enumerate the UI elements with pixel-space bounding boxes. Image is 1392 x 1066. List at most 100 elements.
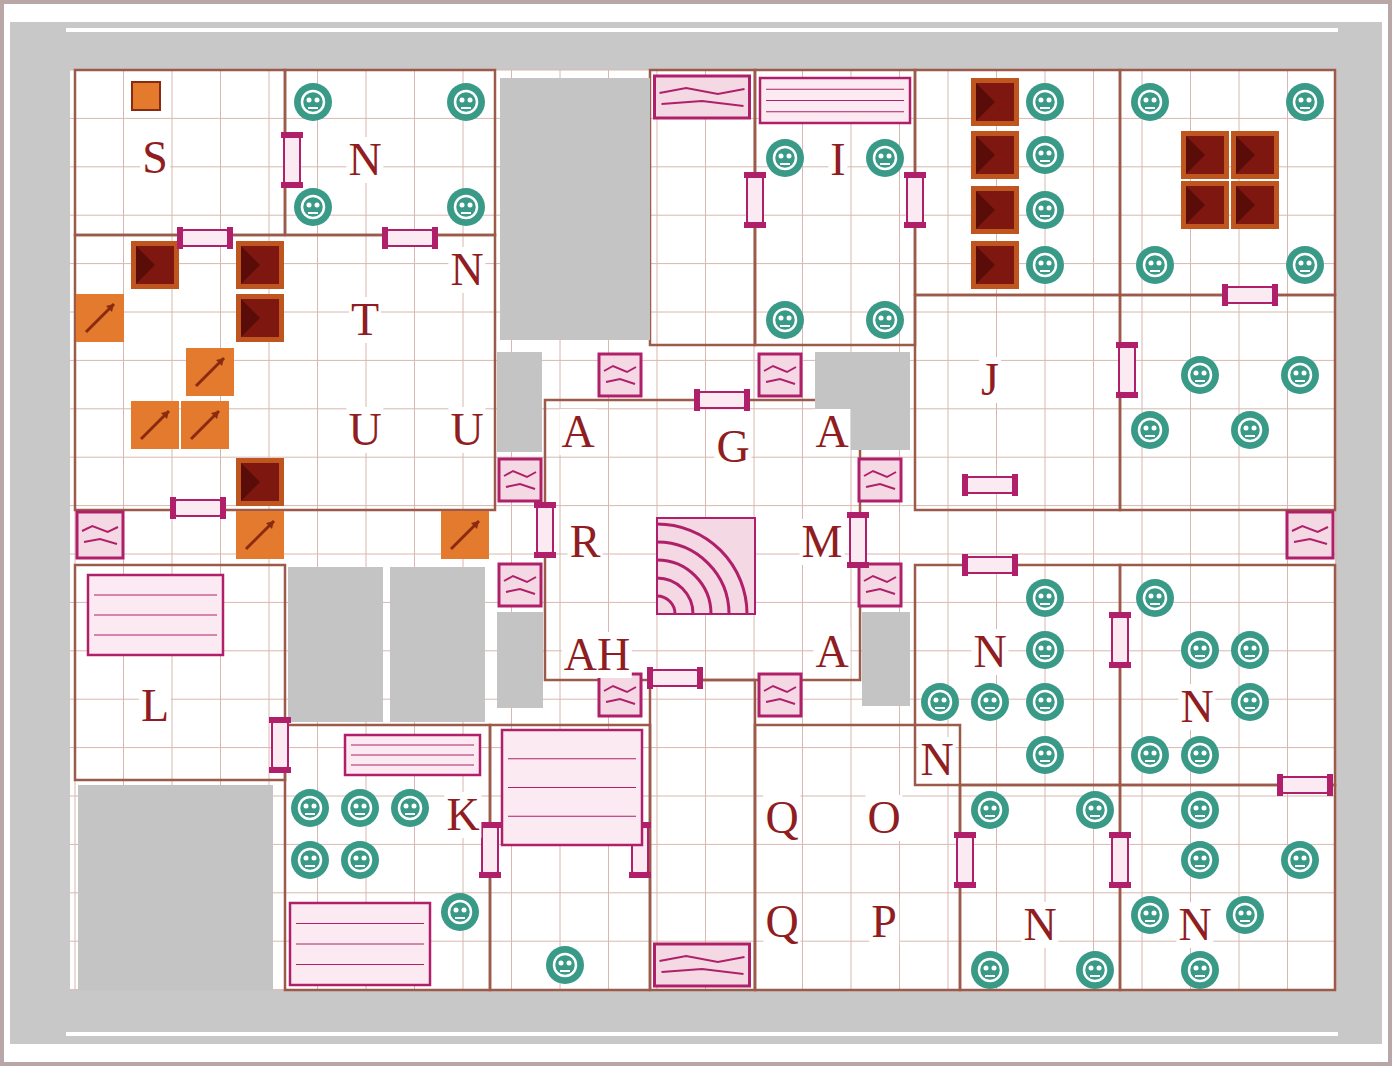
monster-token xyxy=(1131,896,1169,934)
room-letter: N xyxy=(1021,902,1058,948)
room-letter: R xyxy=(568,519,603,565)
monster-token xyxy=(866,139,904,177)
pit-trap xyxy=(1231,131,1279,179)
pit-trap xyxy=(971,131,1019,179)
monster-token xyxy=(1181,356,1219,394)
stair-step xyxy=(657,542,729,614)
monster-token xyxy=(447,188,485,226)
monster-token xyxy=(1181,841,1219,879)
door xyxy=(1109,832,1131,888)
spear-trap xyxy=(441,511,489,559)
monster-token xyxy=(1286,246,1324,284)
monster-token xyxy=(1231,683,1269,721)
door xyxy=(170,497,226,519)
door xyxy=(744,172,766,228)
door xyxy=(177,227,233,249)
room-wall xyxy=(75,565,285,780)
blocked-area xyxy=(390,567,485,722)
blocked-frame xyxy=(10,22,1382,1044)
door xyxy=(647,667,703,689)
room-wall xyxy=(1120,785,1335,990)
rubble-block xyxy=(859,564,901,606)
door xyxy=(962,474,1018,496)
pit-traps xyxy=(131,78,1279,506)
monster-token xyxy=(971,951,1009,989)
secret-door xyxy=(132,82,160,110)
blocked-area xyxy=(862,612,910,706)
room-letter: U xyxy=(448,407,485,453)
monster-token xyxy=(341,841,379,879)
room-letter: A xyxy=(559,409,596,455)
pit-trap xyxy=(236,458,284,506)
monster-token xyxy=(971,791,1009,829)
pit-trap xyxy=(971,78,1019,126)
monster-token xyxy=(291,841,329,879)
monster-token xyxy=(1136,246,1174,284)
room-letter: J xyxy=(979,357,1001,403)
room-letter: I xyxy=(828,137,847,183)
spear-traps xyxy=(76,294,489,559)
frame-line xyxy=(66,28,1338,32)
blocked-area xyxy=(78,785,273,990)
grid-line xyxy=(1142,70,1143,990)
blocked-area xyxy=(500,78,650,340)
room-wall xyxy=(285,70,495,235)
doors xyxy=(170,132,1333,888)
spear-trap xyxy=(181,401,229,449)
monster-token xyxy=(1231,631,1269,669)
monster-token xyxy=(766,301,804,339)
room-wall xyxy=(915,295,1120,510)
room-wall xyxy=(75,70,285,235)
stair-step xyxy=(657,560,711,614)
blocked-area xyxy=(497,352,542,452)
door xyxy=(534,502,556,558)
monster-token xyxy=(291,789,329,827)
door xyxy=(954,832,976,888)
door xyxy=(479,822,501,878)
monster-token xyxy=(294,188,332,226)
monster-token xyxy=(391,789,429,827)
monster-token xyxy=(1181,951,1219,989)
monster-token xyxy=(1181,631,1219,669)
furniture xyxy=(88,78,910,985)
monster-token xyxy=(341,789,379,827)
monster-token xyxy=(866,301,904,339)
room-letter: N xyxy=(448,247,485,293)
stair-step xyxy=(657,524,747,614)
grid-line xyxy=(948,70,949,990)
spear-trap xyxy=(76,294,124,342)
pit-trap xyxy=(1181,131,1229,179)
door xyxy=(962,554,1018,576)
pit-trap xyxy=(236,241,284,289)
monster-token xyxy=(1181,791,1219,829)
room-letter: A xyxy=(813,629,850,675)
monster-token xyxy=(1026,579,1064,617)
monster-token xyxy=(546,946,584,984)
spear-trap xyxy=(236,511,284,559)
monster-token xyxy=(921,683,959,721)
monster-token xyxy=(441,893,479,931)
grid-line xyxy=(414,70,415,990)
room-wall xyxy=(650,70,755,345)
room-letter: L xyxy=(139,683,171,729)
door xyxy=(904,172,926,228)
floor-grid xyxy=(70,70,1336,990)
rubble-block xyxy=(599,354,641,396)
room-letter: T xyxy=(349,297,381,343)
monster-token xyxy=(1076,791,1114,829)
room-wall xyxy=(915,70,1120,295)
room-wall xyxy=(755,70,915,345)
grid-line xyxy=(70,650,1335,651)
spear-trap xyxy=(131,401,179,449)
monster-tokens xyxy=(291,83,1324,989)
door xyxy=(382,227,438,249)
room-letter: N xyxy=(1176,902,1213,948)
door xyxy=(694,389,750,411)
monster-token xyxy=(1281,841,1319,879)
door xyxy=(269,717,291,773)
pit-trap xyxy=(971,241,1019,289)
monster-token xyxy=(1026,631,1064,669)
grid-line xyxy=(1093,70,1094,990)
grid-line xyxy=(70,699,1335,700)
